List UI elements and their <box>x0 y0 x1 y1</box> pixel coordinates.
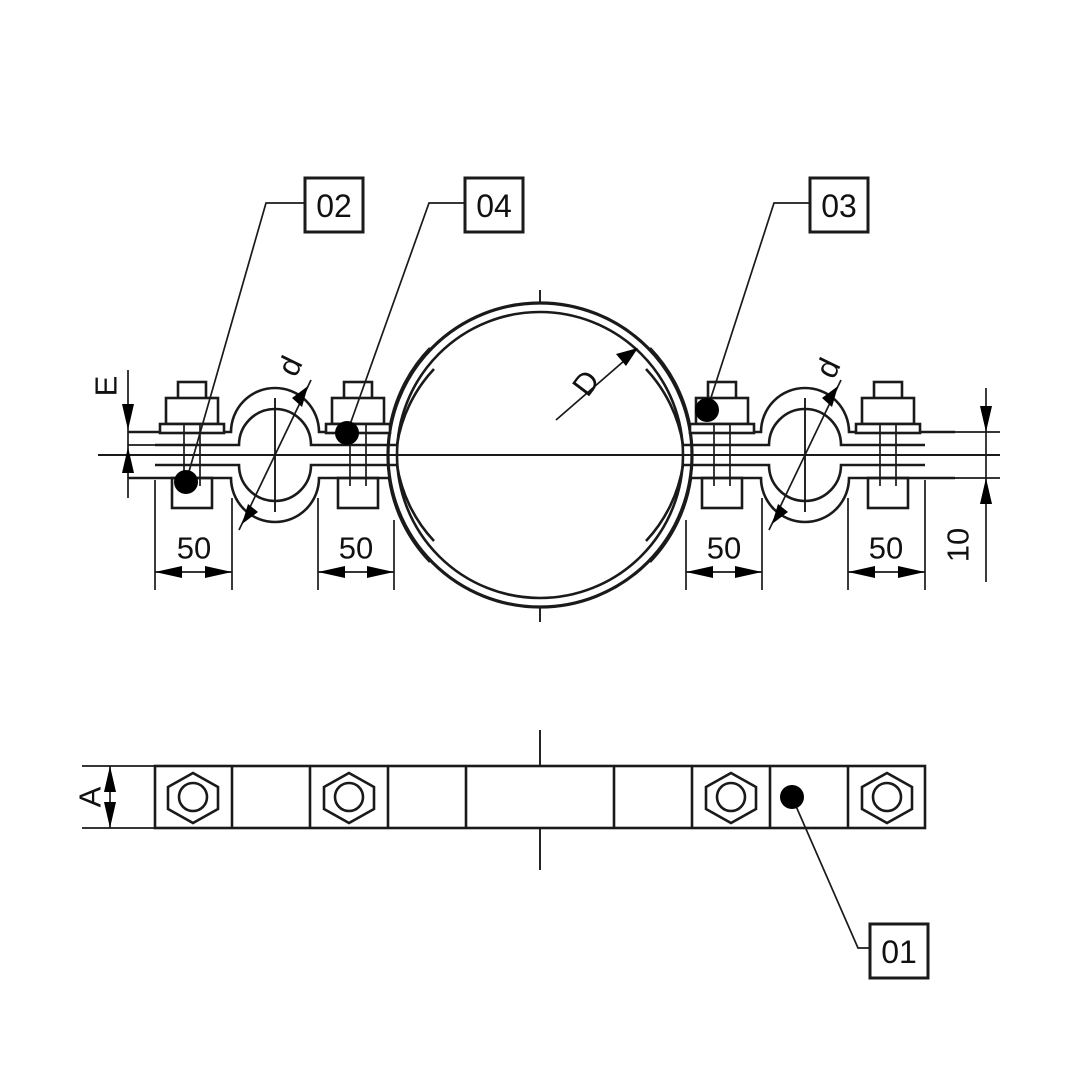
dim-50-2: 50 <box>318 531 394 578</box>
upper-band-left-inner <box>155 368 435 447</box>
hex-outline-3 <box>704 771 758 825</box>
leader-line-04 <box>346 202 465 434</box>
dim-E-arrow-lower <box>122 447 134 473</box>
dim-50-4: 50 <box>848 531 925 578</box>
balloon-group-top: 02 04 03 <box>174 176 870 494</box>
leader-dot-03 <box>695 398 719 422</box>
hex-bore-4 <box>871 781 903 813</box>
dim-50-3: 50 <box>686 531 762 578</box>
dim-A-group: A <box>73 765 158 829</box>
dim-50-4-label: 50 <box>869 531 903 566</box>
washer-upper-1 <box>158 422 226 435</box>
dim-50-4-arrow-right <box>898 566 925 578</box>
dim-A-label: A <box>73 786 108 807</box>
dim-d-left-label: d <box>270 351 309 382</box>
dim-d-right-line <box>768 379 842 531</box>
dim-50-1: 50 <box>155 531 232 578</box>
dim-E-arrow-upper <box>122 404 134 430</box>
washer-upper-3 <box>688 422 756 435</box>
dim-D-leader <box>555 353 633 421</box>
nut-lower-4 <box>866 476 910 510</box>
dim-10-arrow-upper <box>980 406 992 432</box>
dim-d-right-arrow-top <box>822 386 838 407</box>
hex-bore-1 <box>177 781 209 813</box>
balloon-02[interactable]: 02 <box>174 176 365 494</box>
balloon-label-03: 03 <box>821 188 857 224</box>
upper-band-right-inner <box>645 368 925 447</box>
dim-d-right-group: d <box>768 353 848 531</box>
leader-line-02 <box>185 202 305 483</box>
dim-50-2-arrow-left <box>318 566 345 578</box>
balloon-label-04: 04 <box>476 188 512 224</box>
balloon-box-01[interactable] <box>868 922 930 980</box>
dim-10-arrow-lower <box>980 478 992 504</box>
clamp-band-right <box>645 347 925 563</box>
plan-hex-nut-3 <box>704 771 758 825</box>
leader-dot-04 <box>335 421 359 445</box>
dim-d-left-line <box>238 379 312 531</box>
leader-dot-02 <box>174 470 198 494</box>
hex-bore-2 <box>333 781 365 813</box>
dim-A-arrow-upper <box>104 766 116 792</box>
balloon-01[interactable]: 01 <box>780 785 930 980</box>
hex-outline-2 <box>322 771 376 825</box>
balloon-label-01: 01 <box>881 934 917 970</box>
plan-hex-nut-4 <box>860 771 914 825</box>
balloon-box-03[interactable] <box>808 176 870 234</box>
dim-d-left-arrow-bottom <box>242 504 258 524</box>
lower-band-right-path <box>649 476 925 563</box>
dim-10-label: 10 <box>941 528 976 562</box>
lower-band-right-inner <box>645 463 925 542</box>
dim-50-2-label: 50 <box>339 531 373 566</box>
dim-50-3-label: 50 <box>707 531 741 566</box>
hex-nut-upper-4 <box>860 396 916 426</box>
hex-nut-upper-1 <box>164 396 220 426</box>
dim-d-right-arrow-bottom <box>772 504 788 524</box>
dim-10-group: 10 <box>941 388 1000 582</box>
dim-50-1-label: 50 <box>177 531 211 566</box>
dim-50-2-arrow-right <box>367 566 394 578</box>
dim-50-3-arrow-left <box>686 566 713 578</box>
hex-bore-3 <box>715 781 747 813</box>
lower-band-left-inner <box>155 463 435 542</box>
dim-d-right-label: d <box>808 353 847 384</box>
mounting-bar-outline <box>153 764 927 830</box>
dim-50-4-arrow-left <box>848 566 875 578</box>
hex-outline-1 <box>166 771 220 825</box>
dim-50-1-arrow-right <box>205 566 232 578</box>
balloon-box-04[interactable] <box>463 176 525 234</box>
balloon-label-02: 02 <box>316 188 352 224</box>
dim-d-left-arrow-top <box>292 386 308 407</box>
plan-hex-nut-1 <box>166 771 220 825</box>
balloon-04[interactable]: 04 <box>335 176 525 445</box>
upper-band-right-path <box>649 347 925 434</box>
lower-band-left-path <box>155 476 431 563</box>
dim-50-1-arrow-left <box>155 566 182 578</box>
balloon-03[interactable]: 03 <box>695 176 870 422</box>
dim-D-arrowhead <box>616 348 638 366</box>
balloon-box-02[interactable] <box>303 176 365 234</box>
dim-A-arrow-lower <box>104 802 116 828</box>
plan-hex-nut-2 <box>322 771 376 825</box>
dim-50-3-arrow-right <box>735 566 762 578</box>
dim-E-group: E <box>89 370 156 498</box>
nut-lower-3 <box>700 476 744 510</box>
linear-dimensions-50: 50 50 50 50 <box>154 480 926 590</box>
nut-lower-2 <box>336 476 380 510</box>
plan-view: A 01 <box>73 730 930 980</box>
dim-E-label: E <box>89 376 124 397</box>
leader-dot-01 <box>780 785 804 809</box>
hex-outline-4 <box>860 771 914 825</box>
leader-line-03 <box>706 202 810 411</box>
washer-upper-4 <box>854 422 922 435</box>
leader-line-01 <box>791 796 872 949</box>
